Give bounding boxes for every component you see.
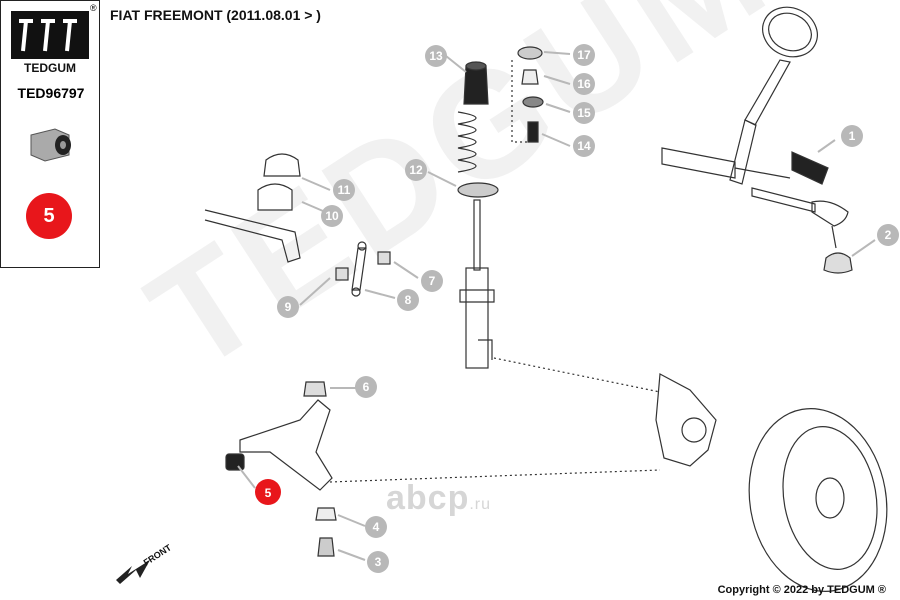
svg-text:9: 9 [285,300,292,314]
callout-4: 4 [365,516,387,538]
callout-16: 16 [573,73,595,95]
callout-15: 15 [573,102,595,124]
stabilizer-link [335,241,391,297]
svg-text:14: 14 [577,139,591,153]
site-name: abcp [386,479,470,517]
svg-text:1: 1 [849,129,856,143]
svg-text:8: 8 [405,293,412,307]
stabilizer-bar [204,153,301,263]
callout-10: 10 [321,205,343,227]
strut-mount-parts [511,46,544,143]
shock-absorber [459,199,495,369]
site-tld: .ru [469,496,492,513]
front-arrow-icon: FRONT [116,542,174,584]
position-badge: 5 [26,193,72,239]
callout-7: 7 [421,270,443,292]
svg-text:10: 10 [325,209,339,223]
svg-text:3: 3 [375,555,382,569]
registered-mark: ® [90,3,97,13]
svg-text:2: 2 [885,228,892,242]
callout-6: 6 [355,376,377,398]
tie-rod [751,187,849,249]
svg-text:17: 17 [577,48,591,62]
ball-joint-cover [823,252,853,274]
svg-text:5: 5 [265,486,272,500]
lower-control-arm [225,381,337,557]
svg-text:FRONT: FRONT [142,542,174,568]
svg-text:11: 11 [338,183,351,197]
steering-wheel [661,6,818,185]
svg-text:13: 13 [429,49,443,63]
svg-text:15: 15 [577,106,591,120]
svg-text:4: 4 [373,520,380,534]
callout-12: 12 [405,159,427,181]
copyright-text: Copyright © 2022 by TEDGUM ® [717,584,886,596]
tedgum-logo-icon: TEDGUM [11,11,89,75]
svg-text:16: 16 [577,77,591,91]
callout-8: 8 [397,289,419,311]
bushing-thumbnail-icon [30,128,71,162]
callout-3: 3 [367,551,389,573]
wheel [748,408,888,592]
site-watermark: abcp.ru [386,479,491,518]
callout-1: 1 [841,125,863,147]
part-number: TED96797 [17,85,85,101]
svg-text:7: 7 [429,274,436,288]
callout-14: 14 [573,135,595,157]
svg-text:6: 6 [363,380,370,394]
callout-2: 2 [877,224,899,246]
callout-13: 13 [425,45,447,67]
callout-9: 9 [277,296,299,318]
strut-spring-assembly [457,61,499,198]
callout-5: 5 [255,479,281,505]
svg-text:TEDGUM: TEDGUM [24,61,76,75]
steering-boot [791,151,829,185]
part-sidebar: TEDGUM ® TED96797 5 [0,0,100,268]
callout-11: 11 [333,179,355,201]
steering-knuckle [655,373,717,467]
callout-17: 17 [573,44,595,66]
page-title: FIAT FREEMONT (2011.08.01 > ) [110,7,321,23]
svg-text:12: 12 [409,163,423,177]
